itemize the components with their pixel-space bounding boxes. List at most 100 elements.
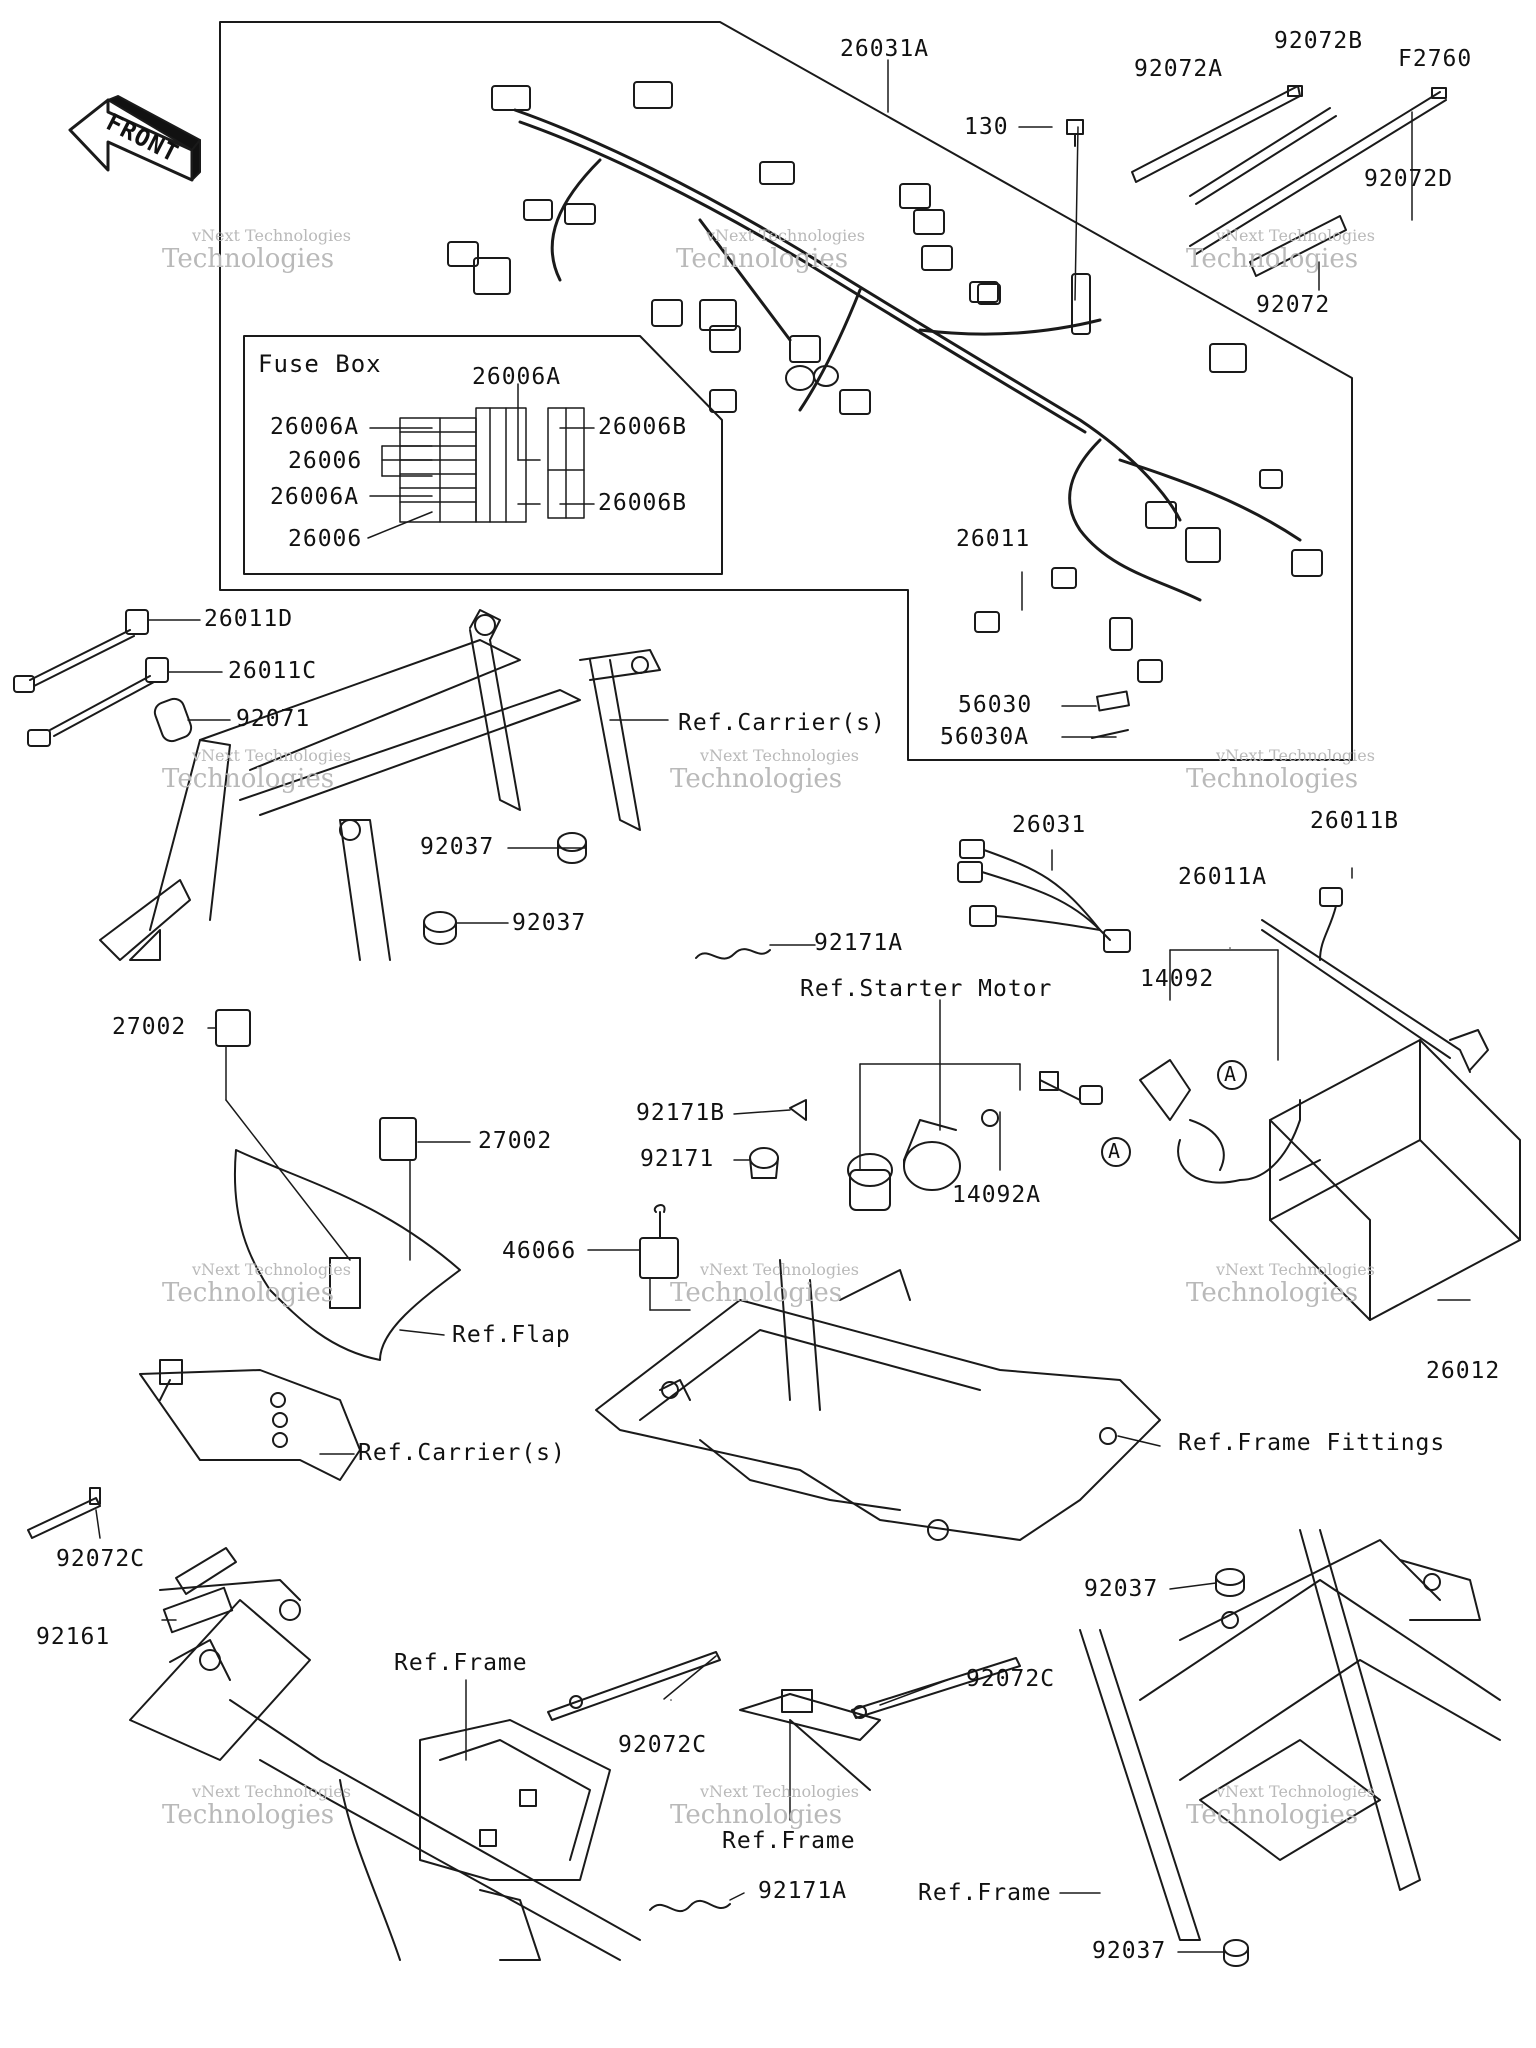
- part-label: 27002: [478, 1128, 553, 1154]
- part-label: 26011C: [228, 658, 318, 684]
- part-label: Ref.Carrier(s): [358, 1440, 566, 1466]
- leader-lines: [95, 59, 1471, 1953]
- relay-46066-icon: [639, 1204, 679, 1279]
- clamp-92171-icon: [749, 1147, 779, 1179]
- bolt-130-icon: [1066, 119, 1084, 147]
- part-label: 27002: [112, 1014, 187, 1040]
- part-label: 92171: [640, 1146, 715, 1172]
- part-label: 92072C: [56, 1546, 146, 1572]
- main-wiring-harness: [513, 108, 1302, 602]
- part-label: 26006B: [598, 490, 688, 516]
- carrier-frame-upper: [99, 609, 661, 961]
- part-label: Ref.Frame: [722, 1828, 856, 1854]
- part-label: 14092A: [952, 1182, 1042, 1208]
- label-56030a-icon: [1091, 729, 1129, 739]
- part-label: 26011D: [204, 606, 294, 632]
- part-label: 26006: [288, 526, 363, 552]
- tie-92072c-b-icon: [547, 1651, 721, 1721]
- harness-connectors: [447, 81, 1323, 683]
- part-label: 26011: [956, 526, 1031, 552]
- fuse-leader-lines: [367, 383, 595, 539]
- part-label: 92072B: [1274, 28, 1364, 54]
- part-label: 92072D: [1364, 166, 1454, 192]
- part-label: 92072C: [966, 1666, 1056, 1692]
- part-label: 92171B: [636, 1100, 726, 1126]
- part-label: 92171A: [758, 1878, 848, 1904]
- part-label: Ref.Frame: [918, 1880, 1052, 1906]
- frame-bracket-left-drawing: [419, 1719, 611, 1961]
- part-label: 56030: [958, 692, 1033, 718]
- battery-26012-drawing: [1269, 1039, 1521, 1321]
- part-label: 26011B: [1310, 808, 1400, 834]
- frame-fittings-tray-drawing: [595, 1259, 1161, 1541]
- frame-lower-right-drawing: [1079, 1529, 1501, 1941]
- cable-26011d-drawing: [13, 609, 149, 693]
- part-label: 26011A: [1178, 864, 1268, 890]
- part-label: Ref.Starter Motor: [800, 976, 1053, 1002]
- clamp-92037-b-icon: [423, 911, 457, 945]
- sub-harness-26031-drawing: [957, 839, 1131, 953]
- part-label: Ref.Frame Fittings: [1178, 1430, 1446, 1456]
- fuse-box-frame: [243, 335, 723, 575]
- part-label: 14092: [1140, 966, 1215, 992]
- part-label: 26006A: [270, 484, 360, 510]
- part-label: 56030A: [940, 724, 1030, 750]
- frame-lower-left-drawing: [129, 1579, 641, 1961]
- frame-center-bottom-drawing: [739, 1689, 881, 1791]
- part-label: 26006A: [472, 364, 562, 390]
- fuse-box-title: Fuse Box: [258, 350, 382, 378]
- part-label: Ref.Flap: [452, 1322, 571, 1348]
- clamp-92037-c-icon: [1215, 1568, 1245, 1597]
- grommet-92071-icon: [153, 697, 193, 743]
- fuse-box-drawing: [399, 407, 585, 523]
- part-label: 92037: [1084, 1576, 1159, 1602]
- front-arrow-icon: [68, 95, 201, 182]
- carrier-lower-left-drawing: [139, 1359, 361, 1481]
- clamp-92037-d-icon: [1223, 1939, 1249, 1967]
- part-label: Ref.Carrier(s): [678, 710, 886, 736]
- relay-27002-a-icon: [215, 1009, 251, 1047]
- part-label: 92161: [36, 1624, 111, 1650]
- part-label: 26031A: [840, 36, 930, 62]
- sleeve-92161-icon: [175, 1547, 237, 1595]
- part-label: Ref.Frame: [394, 1650, 528, 1676]
- clamp-92037-a-icon: [557, 832, 587, 864]
- marker-a-label: A: [1224, 1062, 1238, 1086]
- label-56030-icon: [1096, 690, 1130, 712]
- part-label: 26012: [1426, 1358, 1501, 1384]
- tie-92072c-a-icon: [27, 1487, 101, 1539]
- part-label: 46066: [502, 1238, 577, 1264]
- clip-92171b-icon: [789, 1099, 807, 1121]
- part-label: 92072C: [618, 1732, 708, 1758]
- flap-panel-drawing: [233, 1149, 461, 1361]
- starter-motor-parts-drawing: [847, 1071, 1103, 1211]
- part-label: 26006A: [270, 414, 360, 440]
- part-label: 92072A: [1134, 56, 1224, 82]
- part-label: 92037: [1092, 1938, 1167, 1964]
- part-label: 92072: [1256, 292, 1331, 318]
- part-label: 92171A: [814, 930, 904, 956]
- part-label: F2760: [1398, 46, 1473, 72]
- harness-group-outline: [219, 21, 1353, 761]
- part-label: 130: [964, 114, 1009, 140]
- part-label: 92037: [512, 910, 587, 936]
- wire-clip-92171a-a-icon: [695, 948, 771, 960]
- part-label: 92037: [420, 834, 495, 860]
- part-label: 26031: [1012, 812, 1087, 838]
- relay-27002-b-icon: [379, 1117, 417, 1161]
- cable-26011c-drawing: [27, 657, 169, 747]
- marker-a-label: A: [1108, 1139, 1122, 1163]
- cable-26011b-drawing: [1261, 887, 1489, 1073]
